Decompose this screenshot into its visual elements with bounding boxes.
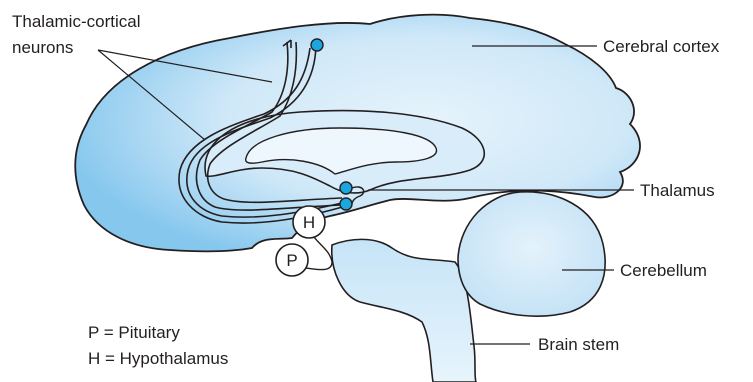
cerebral-cortex-label: Cerebral cortex bbox=[603, 37, 719, 57]
brain-stem bbox=[332, 239, 476, 382]
thalamus-neuron-dot-upper bbox=[340, 182, 352, 194]
cortex-neuron-dot bbox=[311, 39, 323, 51]
legend-hypothalamus: H = Hypothalamus bbox=[88, 349, 228, 369]
cerebellum bbox=[458, 192, 605, 316]
brain-stem-label: Brain stem bbox=[538, 335, 619, 355]
neurons-label-line1: Thalamic-cortical bbox=[12, 12, 140, 32]
cerebellum-label: Cerebellum bbox=[620, 261, 707, 281]
hypothalamus-node-label: H bbox=[303, 213, 315, 232]
thalamus-label: Thalamus bbox=[640, 181, 715, 201]
thalamus-neuron-dot-lower bbox=[340, 198, 352, 210]
neurons-label-line2: neurons bbox=[12, 38, 73, 58]
pituitary-node-label: P bbox=[286, 251, 297, 270]
legend-pituitary: P = Pituitary bbox=[88, 323, 180, 343]
